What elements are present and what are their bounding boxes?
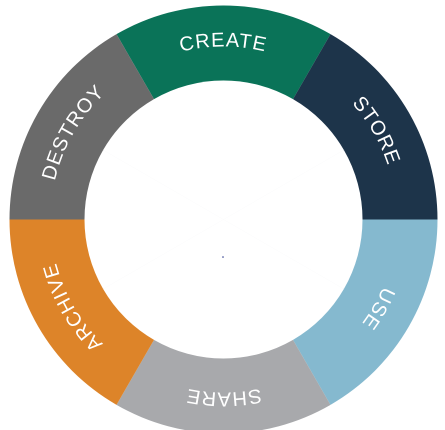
segment-archive[interactable]: [9, 219, 155, 405]
center-dot: [222, 256, 224, 258]
segment-destroy[interactable]: [9, 34, 155, 220]
inner-wedge-gap-6: [103, 80, 224, 220]
segment-use[interactable]: [292, 219, 438, 405]
segment-create[interactable]: [116, 5, 331, 100]
inner-wedge-gap-2: [223, 150, 363, 289]
segment-store[interactable]: [292, 34, 438, 220]
inner-wedge-gap-3: [223, 219, 344, 359]
label-share: SHARE: [184, 384, 263, 410]
ring-segments: [9, 5, 438, 430]
segment-share[interactable]: [116, 339, 331, 430]
inner-wedge-gap-5: [84, 150, 224, 289]
inner-wedge-gap-1: [223, 80, 344, 220]
inner-wedge-gap-4: [103, 219, 224, 359]
inner-disc: [84, 80, 363, 359]
